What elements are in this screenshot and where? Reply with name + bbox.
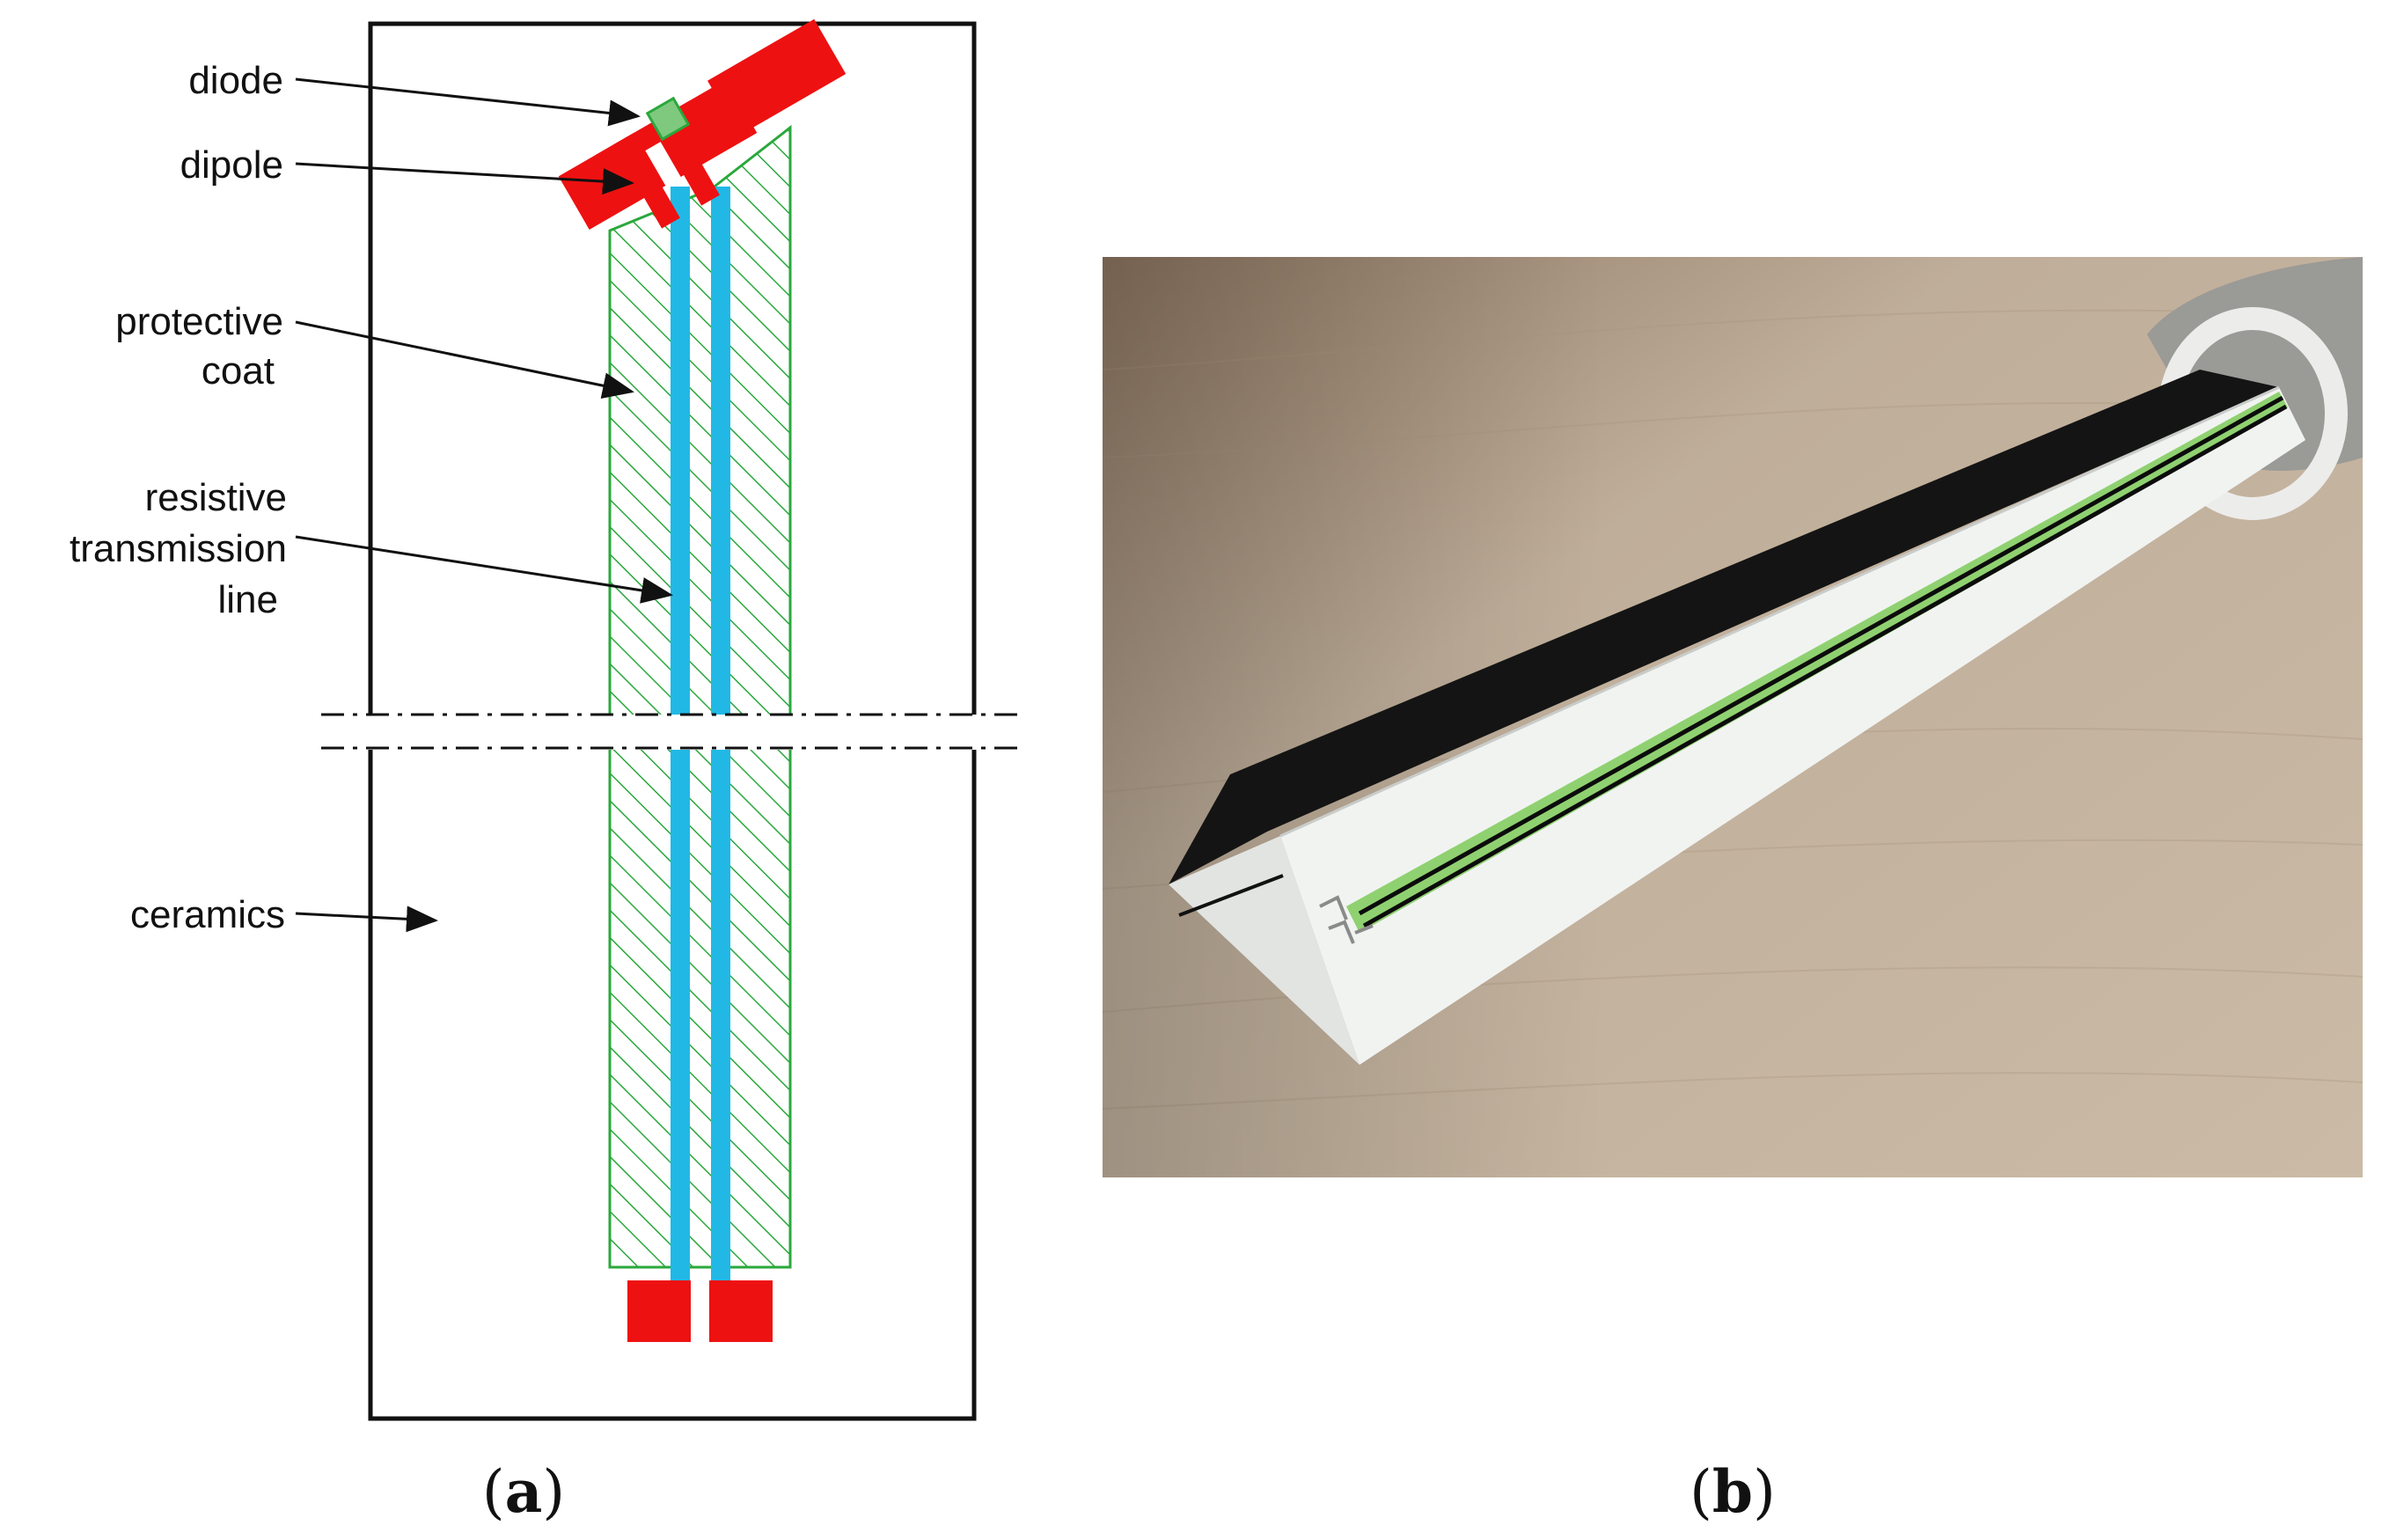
photo-rod-dark-face — [1169, 370, 2279, 884]
panel-b: (b) — [1103, 257, 2363, 1526]
photo-rod-end — [1169, 836, 1360, 1065]
label-transmission: transmission — [70, 527, 287, 570]
photo-dipole — [1319, 895, 1374, 944]
label-coat: coat — [202, 349, 275, 392]
label-dipole: dipole — [180, 143, 283, 187]
photo-black-line-1 — [1358, 395, 2284, 916]
diode — [645, 96, 691, 142]
caption-b: (b) — [1689, 1457, 1776, 1526]
panel-a: diode dipole protective coat resistive t… — [70, 18, 1030, 1526]
label-ceramics: ceramics — [130, 893, 285, 936]
caption-a: (a) — [482, 1457, 565, 1526]
label-diode: diode — [188, 59, 283, 102]
arrow-protective — [295, 320, 634, 400]
arrow-diode — [295, 77, 641, 127]
arrow-resistive — [295, 535, 673, 604]
photo — [1103, 257, 2363, 1177]
label-resistive: resistive — [145, 476, 287, 519]
pad-left — [627, 1280, 691, 1342]
arrow-ceramics — [295, 906, 438, 933]
dipole-arm-right — [707, 18, 847, 136]
pad-right — [709, 1280, 773, 1342]
photo-rod-face — [1280, 387, 2305, 1065]
label-line: line — [218, 578, 279, 621]
arrow-dipole — [295, 162, 634, 195]
label-protective: protective — [115, 300, 283, 343]
break-band — [317, 715, 1030, 750]
photo-black-line-2 — [1362, 404, 2288, 928]
protective-coat — [608, 124, 792, 1269]
